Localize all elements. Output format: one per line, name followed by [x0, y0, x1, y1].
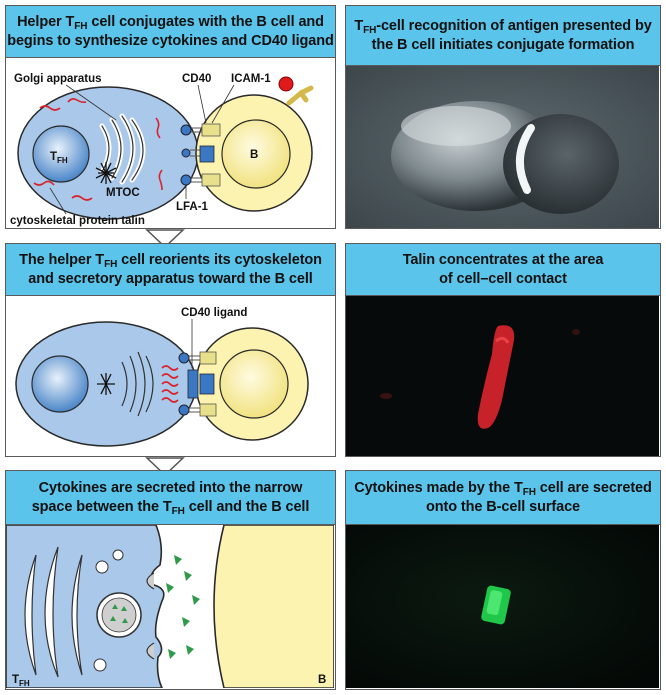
- talin-squiggles: [33, 98, 163, 201]
- tfh-nucleus: [31, 355, 89, 413]
- panel-cytokine-surface: Cytokines made by the TFH cell are secre…: [345, 470, 661, 690]
- tfh-cell: [6, 525, 165, 688]
- panel-conjugation: Helper TFH cell conjugates with the B ce…: [5, 5, 336, 229]
- golgi-apparatus-icon: [121, 351, 154, 417]
- panel-conjugation-title: Helper TFH cell conjugates with the B ce…: [6, 6, 335, 58]
- panel-secretion-title: Cytokines are secreted into the narrow s…: [6, 471, 335, 525]
- panel-talin-title: Talin concentrates at the area of cell–c…: [346, 244, 660, 296]
- cytokine-fluorescence-signal: [481, 585, 511, 625]
- cytokine-fluorescence-micrograph: [346, 525, 659, 688]
- talin-fluorescence-signal: [477, 325, 515, 429]
- mtoc-icon: [97, 373, 115, 395]
- panel-recognition-title: TFH-cell recognition of antigen presente…: [346, 6, 660, 66]
- panel-cytokine-surface-title: Cytokines made by the TFH cell are secre…: [346, 471, 660, 525]
- mtoc-icon: [95, 162, 117, 184]
- talin-squiggles: [161, 365, 179, 403]
- panel-secretion: Cytokines are secreted into the narrow s…: [5, 470, 336, 690]
- b-label: B: [318, 674, 326, 686]
- b-nucleus: [221, 119, 291, 189]
- panel-talin: Talin concentrates at the area of cell–c…: [345, 243, 661, 457]
- b-nucleus: [219, 349, 289, 419]
- cd40-label: CD40: [182, 73, 211, 85]
- talin-fluorescence-micrograph: [346, 296, 659, 456]
- lfa1-label: LFA-1: [176, 201, 209, 213]
- conjugation-diagram: Golgi apparatus CD40 ICAM-1 TFH B MTOC L…: [10, 73, 314, 227]
- panel-recognition: TFH-cell recognition of antigen presente…: [345, 5, 661, 229]
- dic-micrograph: [346, 66, 659, 228]
- reorientation-diagram: CD40 ligand: [15, 307, 309, 447]
- golgi-label: Golgi apparatus: [14, 73, 102, 85]
- panel-reorientation: The helper TFH cell reorients its cytosk…: [5, 243, 336, 457]
- mtoc-label: MTOC: [106, 187, 140, 199]
- antigen-receptor-icon: [278, 76, 314, 106]
- down-arrow-icon: [145, 229, 185, 248]
- golgi-apparatus-icon: [24, 546, 83, 678]
- b-label: B: [250, 149, 258, 161]
- cytokine-icons: [166, 555, 200, 659]
- b-cell: [213, 525, 334, 688]
- down-arrow-icon: [145, 457, 185, 476]
- tfh-label: TFH: [50, 151, 68, 165]
- tfh-label: TFH: [12, 674, 30, 688]
- icam1-label: ICAM-1: [231, 73, 271, 85]
- cd40-ligand-label: CD40 ligand: [181, 307, 247, 319]
- talin-label: cytoskeletal protein talin: [10, 215, 145, 227]
- secretion-diagram: TFH B: [6, 525, 334, 688]
- tfh-nucleus: [32, 125, 90, 183]
- panel-reorientation-title: The helper TFH cell reorients its cytosk…: [6, 244, 335, 296]
- adhesion-molecules: [188, 355, 200, 413]
